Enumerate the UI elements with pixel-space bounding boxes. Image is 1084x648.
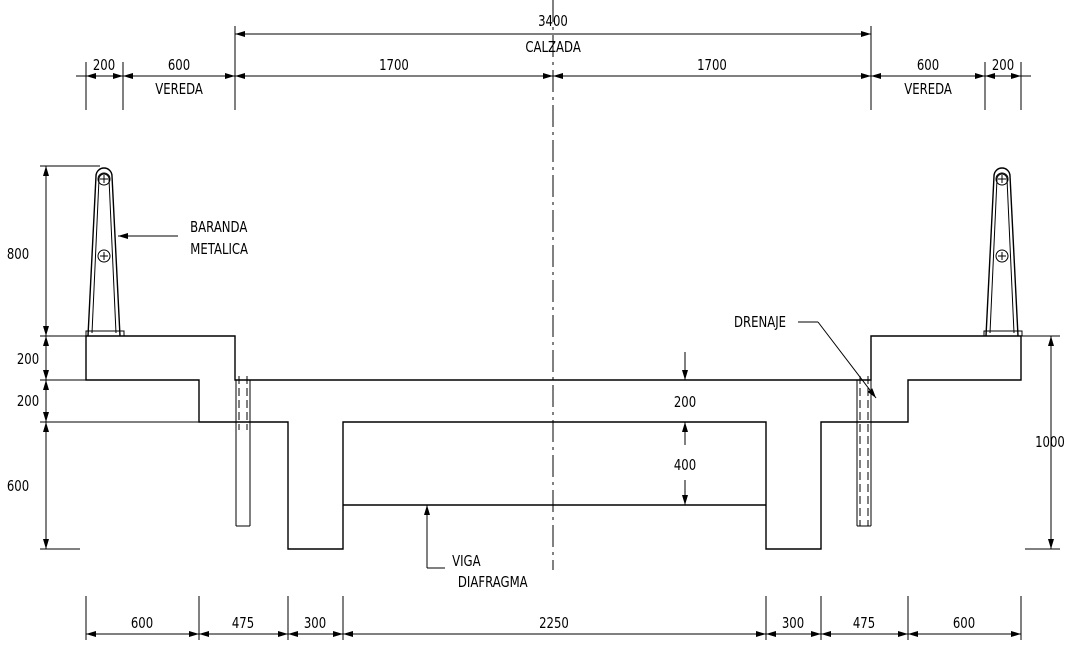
dim-bottom-7: 600 xyxy=(953,616,975,633)
drain-annotation: DRENAJE xyxy=(734,315,877,399)
left-drain-pipe xyxy=(235,376,251,527)
bottom-dimensions: 600 475 300 2250 300 475 600 xyxy=(85,596,1022,640)
dim-left-railing: 200 xyxy=(93,58,115,75)
dim-total-value: 3400 xyxy=(538,14,568,31)
dim-left-sidewalk: 600 xyxy=(168,58,190,75)
label-railing-line2: METALICA xyxy=(190,242,249,259)
right-railing xyxy=(983,167,1023,337)
dim-bottom-4: 2250 xyxy=(539,616,569,633)
dim-bottom-5: 300 xyxy=(782,616,804,633)
deck-section-outline xyxy=(85,335,1022,550)
dim-bottom-1: 600 xyxy=(131,616,153,633)
dim-half-left: 1700 xyxy=(379,58,409,75)
dim-lower-slab: 200 xyxy=(17,394,39,411)
left-railing xyxy=(85,167,125,337)
dim-diaphragm-depth: 400 xyxy=(674,458,696,475)
label-left-sidewalk: VEREDA xyxy=(155,82,203,99)
label-railing-line1: BARANDA xyxy=(190,220,248,237)
label-diaphragm-line1: VIGA xyxy=(452,554,481,571)
dim-total-label: CALZADA xyxy=(525,40,581,57)
dim-railing-height: 800 xyxy=(7,247,29,264)
dim-bottom-2: 475 xyxy=(232,616,254,633)
dim-right-railing: 200 xyxy=(992,58,1014,75)
top-dimensions: 3400 CALZADA 1700 1700 200 600 VEREDA 60… xyxy=(76,14,1031,110)
left-dimensions: 800 200 200 600 xyxy=(7,165,199,550)
center-dimensions: 200 400 xyxy=(674,352,696,505)
label-right-sidewalk: VEREDA xyxy=(904,82,952,99)
label-drain: DRENAJE xyxy=(734,315,786,332)
right-drain-pipe xyxy=(856,376,872,527)
dim-bottom-3: 300 xyxy=(304,616,326,633)
dim-right-sidewalk: 600 xyxy=(917,58,939,75)
dim-beam-depth: 600 xyxy=(7,479,29,496)
dim-slab-thickness: 200 xyxy=(674,395,696,412)
dim-bottom-6: 475 xyxy=(853,616,875,633)
right-dimensions: 1000 xyxy=(1021,335,1065,550)
label-diaphragm-line2: DIAFRAGMA xyxy=(458,575,528,592)
dim-overall-height: 1000 xyxy=(1035,435,1065,452)
dim-upper-slab: 200 xyxy=(17,352,39,369)
railing-annotation: BARANDA METALICA xyxy=(118,220,249,259)
dim-half-right: 1700 xyxy=(697,58,727,75)
diaphragm-annotation: VIGA DIAFRAGMA xyxy=(424,505,528,592)
